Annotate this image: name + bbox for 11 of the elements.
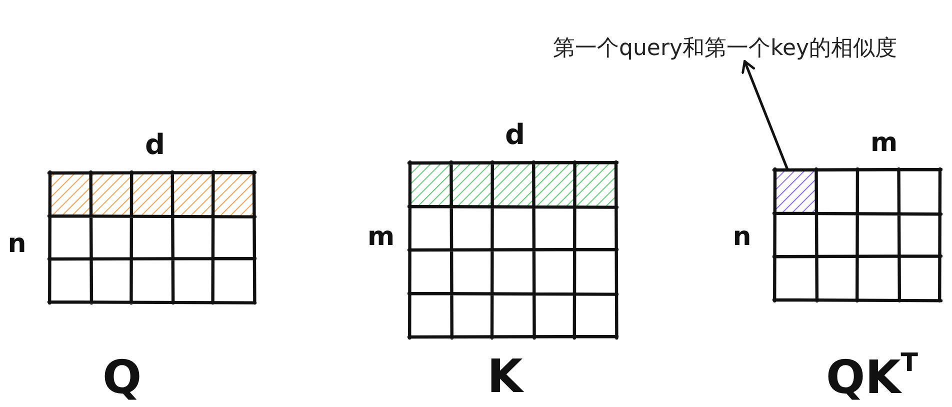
dimension-label: m xyxy=(870,130,898,156)
dimension-label: d xyxy=(144,131,166,159)
matrix-name: K xyxy=(487,353,523,399)
arrow xyxy=(742,60,789,172)
dimension-label: m xyxy=(367,224,395,250)
dimension-label: n xyxy=(8,231,26,257)
matrix-name: QK$^{T}$ xyxy=(826,354,918,400)
matrix-name: Q xyxy=(102,354,142,400)
dimension-label: n xyxy=(732,224,752,250)
annotation-text: 第一个query和第一个key的相似度 xyxy=(553,36,898,62)
dimension-label: d xyxy=(504,121,526,149)
